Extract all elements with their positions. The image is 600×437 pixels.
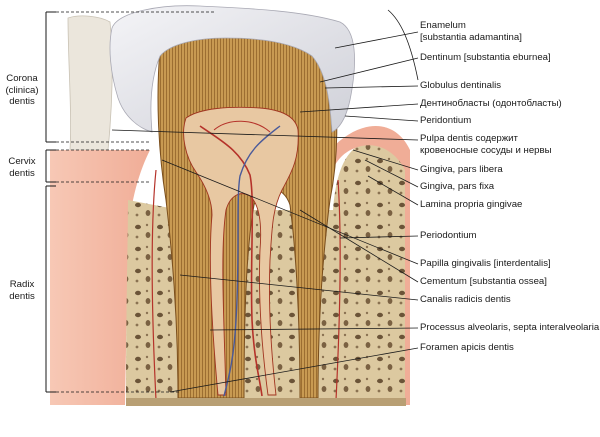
label-gingiva-fixa: Gingiva, pars fixa (420, 181, 495, 192)
region-cervix-label: Cervix dentis (8, 156, 36, 179)
label-dentinum: Dentinum [substantia eburnea] (420, 52, 551, 63)
region-corona-label: Corona (clinica) dentis (5, 73, 39, 107)
label-pulpa: Pulpa dentis содержит кровеносные сосуды… (420, 133, 552, 156)
label-globulus: Globulus dentinalis (420, 80, 502, 91)
region-radix-label: Radix dentis (9, 279, 35, 302)
label-lamina: Lamina propria gingivae (420, 199, 523, 210)
vessel-red-2 (213, 120, 271, 133)
label-papilla: Papilla gingivalis [interdentalis] (420, 258, 551, 269)
label-periodontium: Periodontium (420, 230, 477, 241)
label-canalis: Canalis radicis dentis (420, 294, 511, 305)
base-strip (126, 398, 406, 406)
label-dentinoblast: Дентинобласты (одонтобласты) (420, 98, 562, 109)
gingiva-left (50, 150, 150, 405)
neighbour-tooth (67, 15, 113, 151)
label-gingiva-libera: Gingiva, pars libera (420, 164, 503, 175)
label-processus: Processus alveolaris, septa interalveola… (420, 322, 600, 333)
label-cementum: Cementum [substantia ossea] (420, 276, 547, 287)
label-enamelum: Enamelum [substantia adamantina] (420, 20, 522, 43)
label-peridontium: Peridontium (420, 115, 472, 126)
label-foramen: Foramen apicis dentis (420, 342, 514, 353)
